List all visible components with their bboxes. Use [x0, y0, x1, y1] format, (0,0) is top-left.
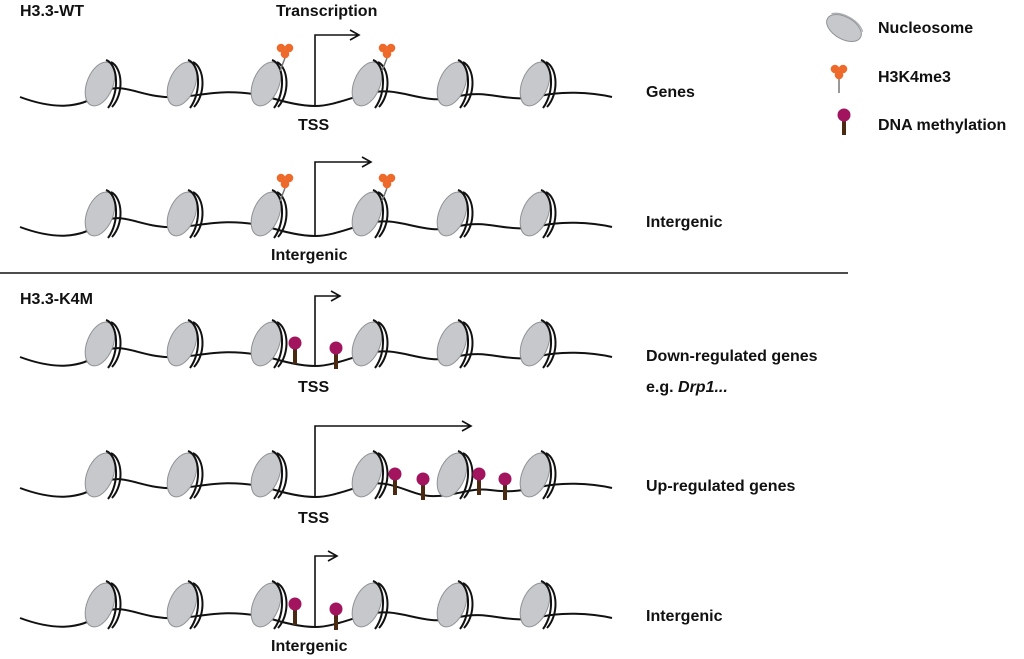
section-label-k4m: H3.3-K4M: [20, 291, 93, 308]
nucleosome: [160, 316, 204, 372]
row-label-up-regulated: Up-regulated genes: [646, 478, 795, 495]
nucleosome: [244, 316, 288, 372]
nucleosome: [160, 447, 204, 503]
nucleosome: [345, 186, 389, 242]
legend-label-nucleosome: Nucleosome: [878, 20, 973, 37]
row-label-intergenic: Intergenic: [646, 608, 723, 625]
nucleosome: [345, 577, 389, 633]
legend: Nucleosome H3K4me3 DNA methylation: [826, 12, 1006, 135]
dna-methylation-mark: [286, 334, 304, 366]
nucleosome: [244, 577, 288, 633]
nucleosome: [513, 316, 557, 372]
tss-label: TSS: [298, 117, 329, 134]
nucleosome-icon: [826, 12, 864, 42]
dna-strand: [19, 478, 613, 499]
nucleosome: [345, 56, 389, 112]
legend-item-nucleosome: Nucleosome: [826, 12, 973, 42]
legend-label-h3k4me3: H3K4me3: [878, 69, 951, 86]
intergenic-site-label: Intergenic: [271, 638, 348, 655]
h3k4me3-mark: [377, 42, 397, 72]
nucleosome: [513, 186, 557, 242]
nucleosome: [160, 186, 204, 242]
nucleosome: [345, 447, 389, 503]
h3k4me3-mark: [377, 172, 397, 202]
tss-label: TSS: [298, 510, 329, 527]
row-wt-intergenic: Intergenic Intergenic: [19, 156, 723, 264]
row-wt-genes: Transcription TSS Genes: [19, 3, 695, 134]
dna-methylation-mark: [496, 470, 514, 502]
transcription-arrow: [314, 550, 339, 626]
dna-methylation-mark: [386, 465, 404, 497]
nucleosome: [160, 577, 204, 633]
nucleosome: [513, 447, 557, 503]
nucleosome: [345, 316, 389, 372]
nucleosome: [244, 56, 288, 112]
dna-methylation-icon: [837, 108, 851, 135]
h3k4me3-icon: [830, 64, 848, 93]
row-k4m-up-regulated: TSS Up-regulated genes: [19, 420, 795, 527]
nucleosome: [430, 186, 474, 242]
row-label-genes: Genes: [646, 84, 695, 101]
legend-item-dna-methylation: DNA methylation: [837, 108, 1006, 135]
intergenic-site-label: Intergenic: [271, 247, 348, 264]
row-k4m-down-regulated: TSS Down-regulated genes e.g. Drp1...: [19, 290, 818, 396]
transcription-arrow: [314, 290, 342, 365]
legend-label-dna-methylation: DNA methylation: [878, 117, 1006, 134]
tss-label: TSS: [298, 379, 329, 396]
nucleosome: [513, 577, 557, 633]
row-label-down-regulated: Down-regulated genes: [646, 348, 818, 365]
nucleosome: [160, 56, 204, 112]
transcription-arrow: [314, 156, 373, 235]
transcription-label: Transcription: [276, 3, 377, 20]
row-k4m-intergenic: Intergenic Intergenic: [19, 550, 723, 655]
dna-methylation-mark: [286, 595, 304, 627]
nucleosome: [244, 447, 288, 503]
transcription-arrow: [314, 420, 473, 496]
nucleosome: [430, 577, 474, 633]
nucleosome: [244, 186, 288, 242]
nucleosome: [430, 56, 474, 112]
legend-item-h3k4me3: H3K4me3: [830, 64, 951, 93]
row-label-intergenic: Intergenic: [646, 214, 723, 231]
row-label-example: e.g. Drp1...: [646, 379, 728, 396]
nucleosome: [513, 56, 557, 112]
section-label-wt: H3.3-WT: [20, 3, 84, 20]
nucleosome: [430, 316, 474, 372]
transcription-arrow: [314, 29, 361, 105]
nucleosome: [430, 447, 474, 503]
